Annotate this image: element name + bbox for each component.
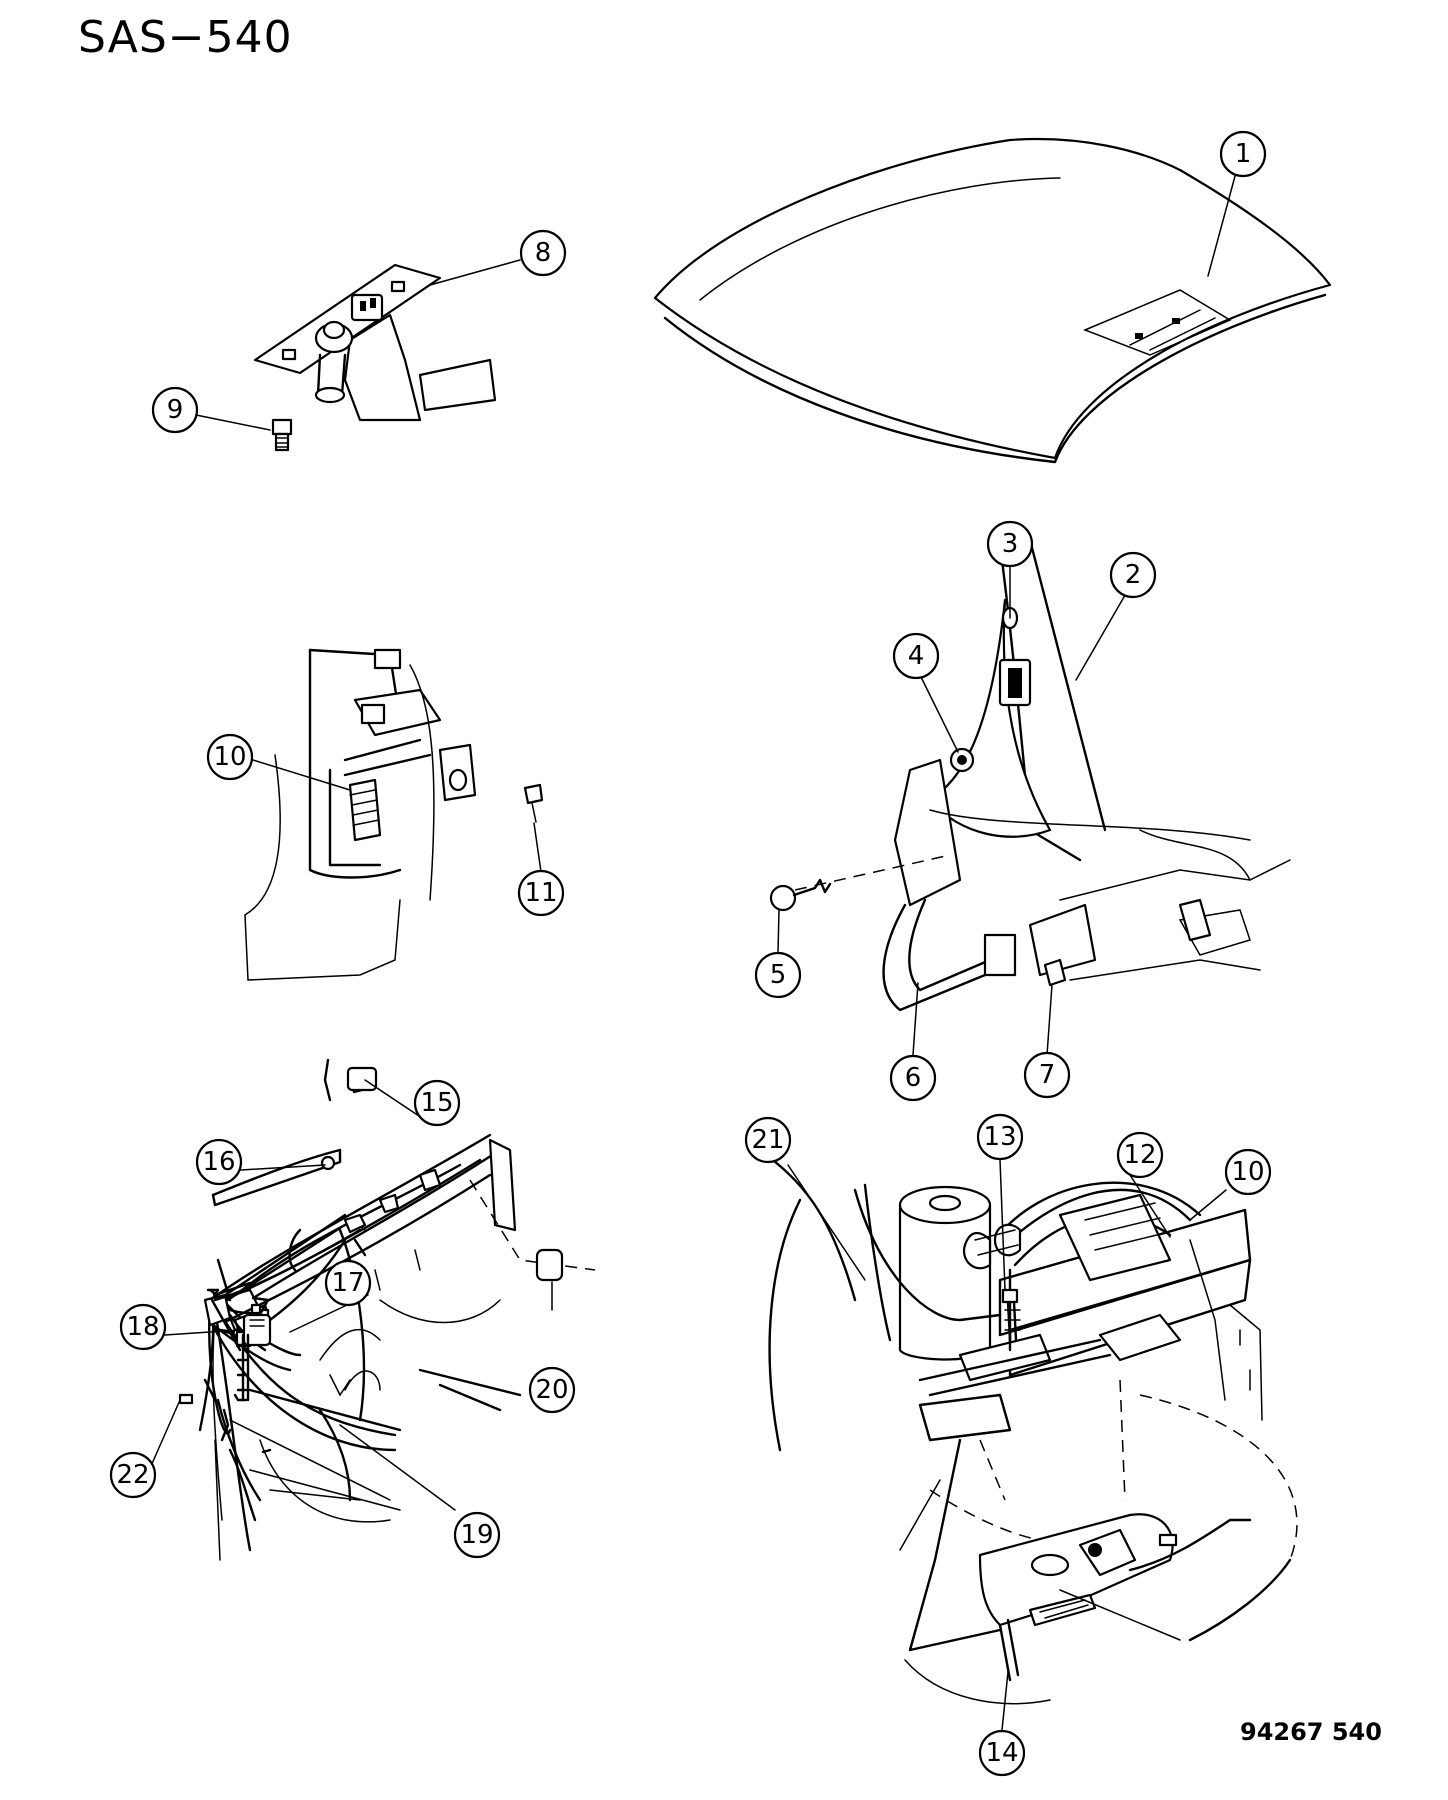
callout-12: 12	[1116, 1131, 1164, 1179]
callout-label: 9	[167, 395, 184, 425]
callout-14: 14	[978, 1729, 1026, 1777]
callout-label: 15	[420, 1088, 453, 1118]
callout-label: 5	[770, 960, 787, 990]
callout-9: 9	[151, 386, 199, 434]
hood-lock-assembly	[244, 648, 544, 981]
callout-label: 8	[535, 238, 552, 268]
callout-label: 12	[1123, 1140, 1156, 1170]
callout-label: 10	[1231, 1157, 1264, 1187]
callout-label: 2	[1125, 560, 1142, 590]
callout-label: 11	[524, 878, 557, 908]
callout-17: 17	[324, 1259, 372, 1307]
callout-label: 20	[535, 1375, 568, 1405]
callout-label: 1	[1235, 139, 1252, 169]
callout-18: 18	[119, 1303, 167, 1351]
callout-3: 3	[986, 520, 1034, 568]
hood-hinge-assembly	[769, 538, 1291, 1012]
callout-label: 22	[116, 1460, 149, 1490]
callout-11: 11	[517, 869, 565, 917]
callout-label: 17	[331, 1268, 364, 1298]
callout-label: 6	[905, 1063, 922, 1093]
callout-label: 3	[1002, 529, 1019, 559]
callout-5: 5	[754, 951, 802, 999]
callout-16: 16	[195, 1138, 243, 1186]
callout-label: 19	[460, 1520, 493, 1550]
callout-label: 14	[985, 1738, 1018, 1768]
callout-10-lock: 10	[206, 733, 254, 781]
drawing-number: 94267 540	[1240, 1718, 1382, 1746]
callout-label: 16	[202, 1147, 235, 1177]
callout-20: 20	[528, 1366, 576, 1414]
callout-10-cable: 10	[1224, 1148, 1272, 1196]
callout-label: 18	[126, 1312, 159, 1342]
callout-6: 6	[889, 1054, 937, 1102]
callout-label: 13	[983, 1122, 1016, 1152]
callout-21: 21	[744, 1116, 792, 1164]
callout-label: 10	[213, 742, 246, 772]
callout-22: 22	[109, 1451, 157, 1499]
callout-4: 4	[892, 632, 940, 680]
leader-lines	[146, 164, 1239, 1731]
hood-prop-and-seal	[178, 1058, 596, 1561]
callout-label: 21	[751, 1125, 784, 1155]
callout-1: 1	[1219, 130, 1267, 178]
callout-13: 13	[976, 1113, 1024, 1161]
hood-release-cable-assembly	[758, 1148, 1298, 1705]
callout-2: 2	[1109, 551, 1157, 599]
callout-label: 7	[1039, 1060, 1056, 1090]
callout-7: 7	[1023, 1051, 1071, 1099]
page-title: SAS−540	[78, 12, 293, 63]
callout-8: 8	[519, 229, 567, 277]
hood-panel	[653, 137, 1332, 464]
hood-latch	[253, 263, 497, 422]
callout-19: 19	[453, 1511, 501, 1559]
callout-label: 4	[908, 641, 925, 671]
latch-bolt	[271, 418, 293, 452]
callout-15: 15	[413, 1079, 461, 1127]
